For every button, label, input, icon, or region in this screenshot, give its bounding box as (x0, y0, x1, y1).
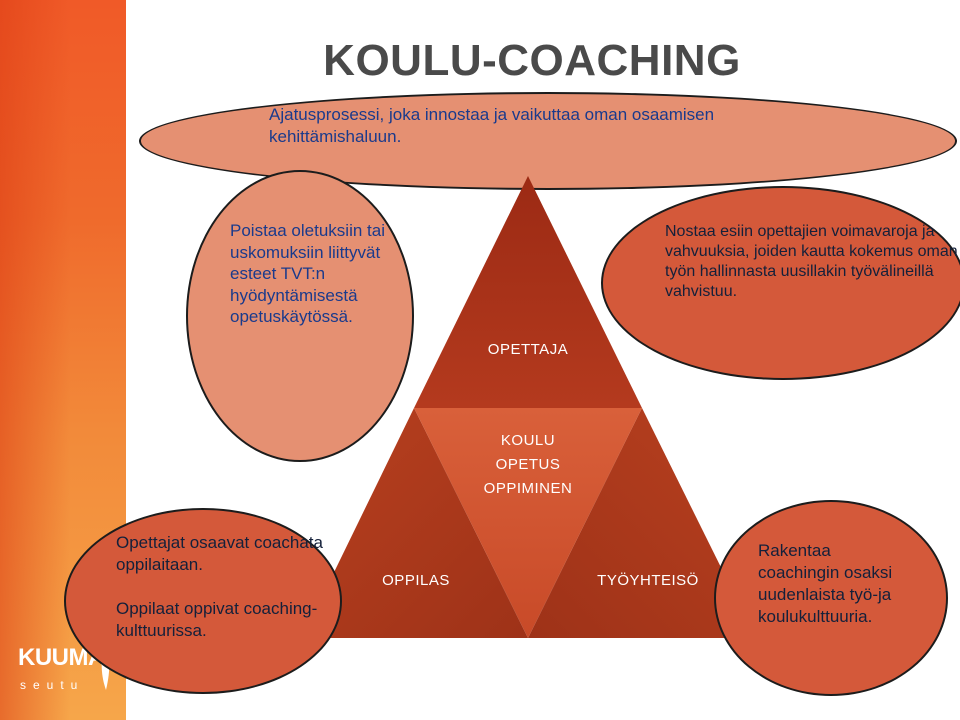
top-ellipse-text: Ajatusprosessi, joka innostaa ja vaikutt… (269, 105, 715, 146)
top-ellipse: Ajatusprosessi, joka innostaa ja vaikutt… (139, 92, 957, 190)
pyramid-center-label-3: OPPIMINEN (483, 480, 573, 497)
left-ellipse-text: Poistaa oletuksiin tai uskomuksiin liitt… (230, 221, 385, 326)
right-ellipse: Nostaa esiin opettajien voimavaroja ja v… (601, 186, 960, 380)
pyramid-left-label: OPPILAS (382, 572, 450, 589)
pyramid-center-label-2: OPETUS (495, 456, 561, 473)
bottom-left-ellipse: Opettajat osaavat coachata oppilaitaan. … (64, 508, 342, 694)
left-ellipse: Poistaa oletuksiin tai uskomuksiin liitt… (186, 170, 414, 462)
pyramid-right-label: TYÖYHTEISÖ (597, 572, 699, 589)
pyramid-center-label-1: KOULU (500, 432, 556, 449)
page-title: KOULU-COACHING (323, 36, 741, 85)
logo-sub: seutu (20, 678, 85, 692)
pyramid-apex-label: OPETTAJA (487, 341, 569, 358)
bottom-right-ellipse-text: Rakentaa coachingin osaksi uudenlaista t… (758, 541, 893, 626)
bottom-left-ellipse-text-1: Opettajat osaavat coachata oppilaitaan. (116, 533, 323, 574)
bottom-left-ellipse-text-2: Oppilaat oppivat coaching-kulttuurissa. (116, 599, 318, 640)
side-stripe (0, 0, 126, 720)
bottom-right-ellipse: Rakentaa coachingin osaksi uudenlaista t… (714, 500, 948, 696)
right-ellipse-text: Nostaa esiin opettajien voimavaroja ja v… (665, 223, 958, 300)
